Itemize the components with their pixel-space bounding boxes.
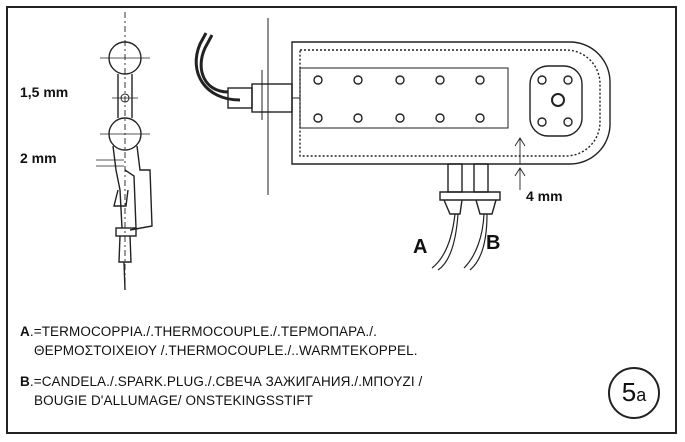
figure-number: 5 <box>621 377 637 407</box>
legend-b-key: B <box>20 374 30 389</box>
legend-b-line2: BOUGIE D'ALLUMAGE/ ONSTEKINGSSTIFT <box>34 393 314 408</box>
legend: A.=TERMOCOPPIA./.THERMOCOUPLE./.ТЕРМОПАР… <box>20 322 580 410</box>
figure-suffix: a <box>636 385 647 405</box>
top-view <box>194 18 611 195</box>
callout-b: B <box>486 232 501 254</box>
side-view <box>96 12 153 291</box>
gap-large-label: 2 mm <box>20 150 57 166</box>
legend-a-key: A <box>20 324 30 339</box>
legend-b-line1: B.=CANDELA./.SPARK.PLUG./.СВЕЧА ЗАЖИГАНИ… <box>20 372 580 391</box>
gap-small-label: 1,5 mm <box>20 84 69 100</box>
figure-frame <box>6 6 677 434</box>
electrode-assembly <box>431 163 501 271</box>
legend-a-line1: A.=TERMOCOPPIA./.THERMOCOUPLE./.ТЕРМОПАР… <box>20 322 580 341</box>
burner-diagram <box>96 12 611 291</box>
legend-b-text1: .=CANDELA./.SPARK.PLUG./.СВЕЧА ЗАЖИГАНИЯ… <box>29 374 423 389</box>
callout-a: A <box>413 236 428 258</box>
legend-a-line2: ΘΕΡΜΟΣΤΟΙΧΕΙΟΥ /.THERMOCOUPLE./..WARMTEK… <box>34 343 418 358</box>
legend-a-text1: .=TERMOCOPPIA./.THERMOCOUPLE./.ТЕРМОПАРА… <box>29 324 377 339</box>
figure-number-badge: 5a <box>608 367 660 419</box>
offset-label: 4 mm <box>526 188 563 204</box>
